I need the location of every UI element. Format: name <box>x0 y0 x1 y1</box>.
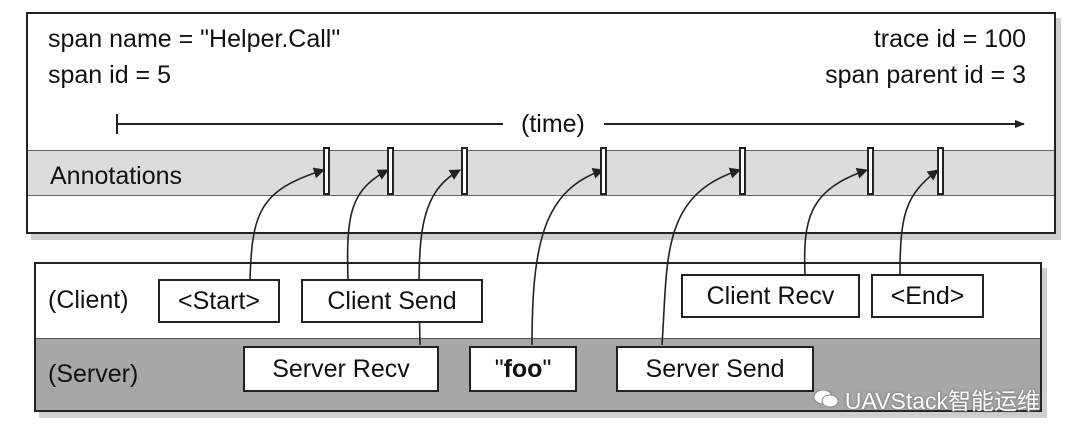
foo-word: foo <box>503 354 543 383</box>
annotation-tick <box>387 147 394 195</box>
time-axis <box>116 114 1025 134</box>
arrow-server-send <box>661 167 742 346</box>
watermark-text: UAVStack智能运维 <box>844 388 1040 414</box>
watermark: UAVStack智能运维 <box>813 382 1040 416</box>
arrow-end <box>899 169 939 276</box>
annotation-tick <box>461 147 468 195</box>
server-label: (Server) <box>48 360 139 388</box>
server-recv-box: Server Recv <box>243 346 439 392</box>
foo-box: "foo" <box>469 346 577 392</box>
arrow-client-send <box>346 169 389 281</box>
span-name: span name = "Helper.Call" <box>48 25 341 53</box>
annotation-tick <box>600 147 607 195</box>
arrow-foo <box>531 167 605 346</box>
arrow-client-recv <box>803 167 869 276</box>
annotation-tick <box>937 147 944 195</box>
annotation-tick <box>867 147 874 195</box>
server-send-box: Server Send <box>616 346 814 392</box>
client-recv-box: Client Recv <box>681 274 860 318</box>
trace-id: trace id = 100 <box>873 25 1026 53</box>
wechat-icon <box>813 389 839 408</box>
arrow-start <box>249 167 326 281</box>
foo-quote-close: " <box>542 354 552 383</box>
annotation-tick <box>739 147 746 195</box>
annotations-band <box>28 150 1054 196</box>
annotation-tick <box>323 147 330 195</box>
span-parent-id: span parent id = 3 <box>825 61 1026 89</box>
span-id: span id = 5 <box>48 61 172 89</box>
client-send-box: Client Send <box>301 279 483 323</box>
start-box: <Start> <box>158 279 280 323</box>
client-label: (Client) <box>48 286 129 314</box>
annotations-label: Annotations <box>50 162 183 190</box>
end-box: <End> <box>871 274 984 318</box>
foo-quote-open: " <box>494 354 504 383</box>
time-label: (time) <box>517 112 589 137</box>
